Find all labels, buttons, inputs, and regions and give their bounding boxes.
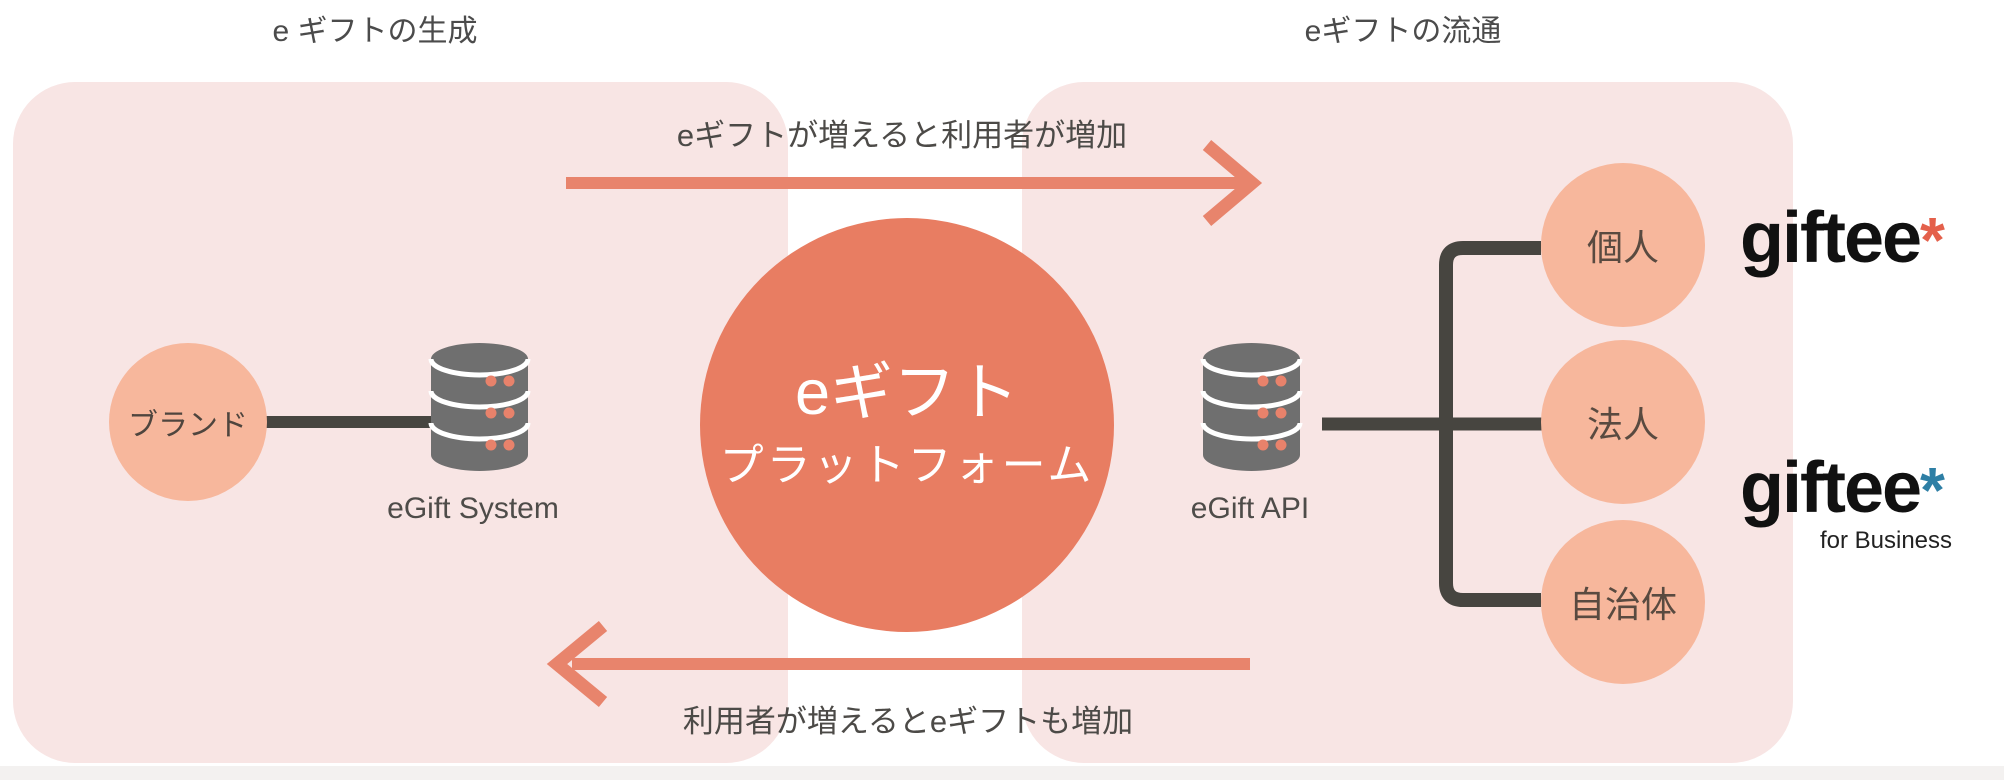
audience-label: 法人: [1586, 404, 1659, 445]
audience-circle-corporate: 法人: [1541, 340, 1705, 504]
audience-label: 自治体: [1568, 584, 1677, 625]
giftee-logo: giftee*: [1740, 200, 1990, 277]
brand-circle: ブランド: [109, 343, 267, 501]
bottom-strip: [0, 766, 2004, 780]
audience-circle-individual: 個人: [1541, 163, 1705, 327]
egift-system-label: eGift System: [387, 492, 559, 525]
platform-circle: eギフト プラットフォーム: [700, 218, 1114, 632]
section-title-generation: e ギフトの生成: [272, 15, 478, 48]
platform-title: eギフト: [794, 358, 1020, 428]
asterisk-icon: *: [1920, 454, 1945, 526]
giftee-wordmark: giftee: [1740, 198, 1922, 278]
platform-subtitle: プラットフォーム: [719, 441, 1095, 490]
flow-label-top: eギフトが増えると利用者が増加: [676, 118, 1128, 153]
flow-label-bottom: 利用者が増えるとeギフトも増加: [682, 704, 1134, 739]
giftee-for-business-logo: giftee* for Business: [1740, 450, 1990, 555]
asterisk-icon: *: [1920, 204, 1945, 276]
egift-api-label: eGift API: [1190, 492, 1310, 525]
giftee-wordmark: giftee: [1740, 448, 1922, 528]
audience-label: 個人: [1586, 227, 1659, 268]
brand-label: ブランド: [128, 409, 248, 442]
for-business-label: for Business: [1819, 527, 1953, 554]
giftee-business-wordmark-row: giftee*: [1740, 450, 1990, 527]
section-title-distribution: eギフトの流通: [1304, 15, 1502, 48]
audience-circle-municipality: 自治体: [1541, 520, 1705, 684]
